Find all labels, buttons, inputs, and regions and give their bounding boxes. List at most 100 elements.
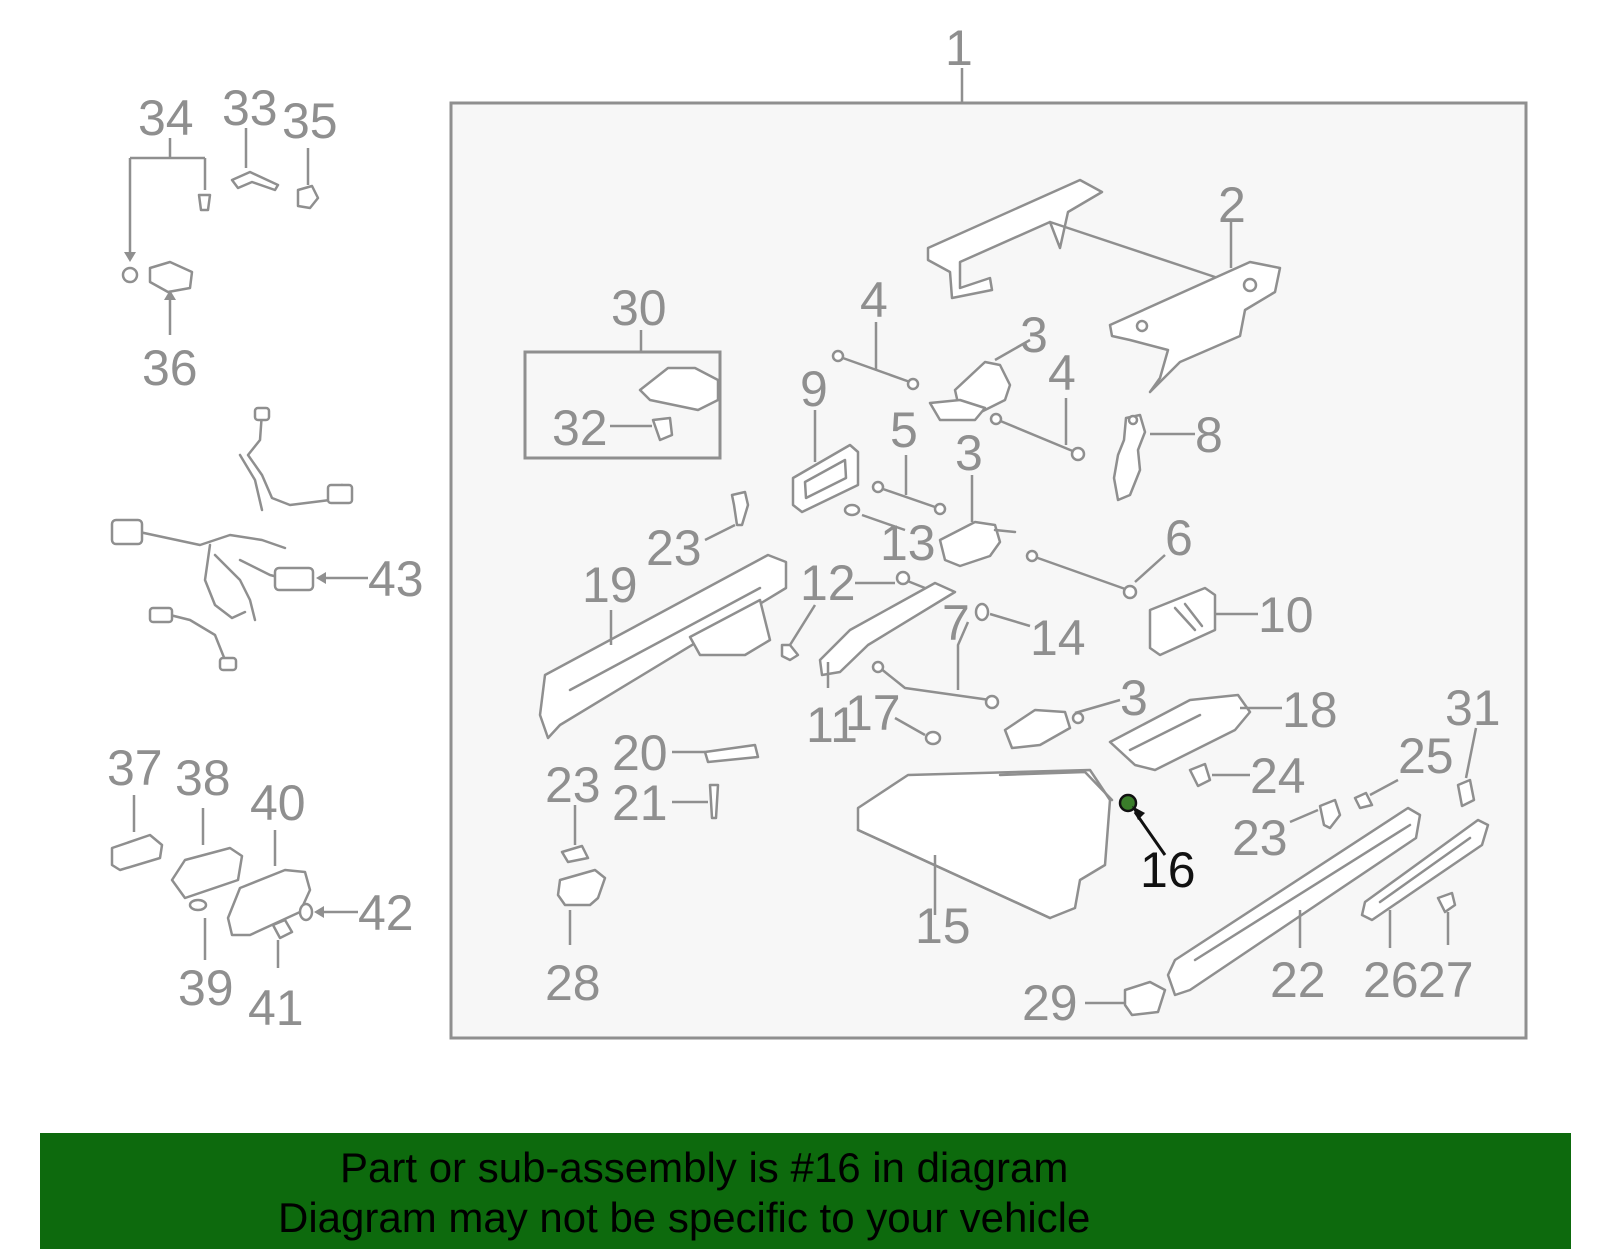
bolt-part-23-left[interactable] [560, 844, 590, 864]
callout-24: 24 [1250, 748, 1306, 804]
switch-bezel-part-9[interactable] [791, 443, 860, 514]
seat-rail-part-19[interactable] [538, 553, 788, 740]
callout-31: 31 [1445, 680, 1501, 736]
guide-part-26[interactable] [1360, 818, 1490, 922]
cover-part-36[interactable] [148, 260, 194, 294]
callout-14: 14 [1030, 610, 1086, 666]
motor-part-3-middle[interactable] [938, 520, 1017, 568]
group-box-30 [523, 350, 722, 460]
clip-part-33[interactable] [230, 170, 280, 192]
cable-part-6[interactable] [1025, 549, 1138, 600]
callout-30: 30 [611, 280, 667, 336]
callout-28: 28 [545, 955, 601, 1011]
wiring-harness-part-43[interactable] [110, 406, 354, 672]
cable-part-4-right[interactable] [989, 412, 1086, 462]
callout-39: 39 [178, 960, 234, 1016]
callout-6: 6 [1165, 510, 1193, 566]
callout-17: 17 [845, 685, 901, 741]
cover-part-37[interactable] [110, 833, 164, 872]
pin-part-21[interactable] [708, 783, 720, 820]
callout-32: 32 [552, 400, 608, 456]
callout-3-upper: 3 [1020, 307, 1048, 363]
bushing-part-14[interactable] [974, 602, 990, 622]
knob-part-41[interactable] [271, 918, 294, 940]
callout-11: 11 [806, 697, 858, 753]
bolt-part-27[interactable] [1436, 891, 1457, 914]
bracket-part-29[interactable] [1123, 980, 1167, 1017]
callout-26: 26 [1363, 952, 1419, 1008]
callout-33: 33 [222, 80, 278, 136]
callout-37: 37 [107, 740, 163, 796]
bracket-part-18[interactable] [1108, 693, 1252, 772]
motor-part-3-lower[interactable] [1003, 708, 1085, 750]
bracket-part-8[interactable] [1112, 413, 1147, 502]
callout-23-right: 23 [1232, 810, 1288, 866]
bolt-part-23-upper[interactable] [730, 490, 750, 527]
callout-7: 7 [942, 595, 970, 651]
notice-line-disclaimer: Diagram may not be specific to your vehi… [278, 1194, 1091, 1241]
highlighted-part-16[interactable] [1118, 793, 1138, 813]
bolt-part-12[interactable] [895, 570, 927, 590]
callout-20: 20 [612, 725, 668, 781]
cable-part-5[interactable] [871, 480, 947, 516]
bezel-part-38[interactable] [170, 846, 244, 900]
callout-40: 40 [250, 775, 306, 831]
callout-1: 1 [945, 20, 973, 76]
callout-25: 25 [1398, 728, 1454, 784]
bolt-part-23-right[interactable] [1318, 798, 1342, 830]
nut-part-25[interactable] [1353, 791, 1374, 810]
cushion-frame-part-15[interactable] [856, 768, 1114, 920]
callout-41: 41 [248, 980, 304, 1036]
motor-part-11[interactable] [818, 581, 957, 677]
seat-rail-part-22[interactable] [1166, 806, 1422, 997]
screw-part-34-large[interactable] [121, 266, 139, 284]
callout-16: 16 [1140, 842, 1196, 898]
callout-4-left: 4 [860, 272, 888, 328]
bracket-part-28[interactable] [556, 868, 607, 907]
switch-part-10[interactable] [1148, 586, 1217, 657]
callout-5: 5 [890, 402, 918, 458]
callout-2: 2 [1218, 177, 1246, 233]
callout-34: 34 [138, 90, 194, 146]
callout-23-left: 23 [545, 757, 601, 813]
callout-8: 8 [1195, 407, 1223, 463]
cable-part-7[interactable] [871, 660, 1000, 710]
callout-38: 38 [175, 750, 231, 806]
clip-part-17[interactable] [924, 730, 942, 746]
callout-19: 19 [582, 557, 638, 613]
nut-part-24[interactable] [1188, 762, 1212, 788]
callout-23-upper: 23 [646, 520, 702, 576]
notice-banner: Part or sub-assembly is #16 in diagram D… [40, 1133, 1571, 1249]
parts-diagram: 1 2 3 4 4 5 3 [107, 20, 1528, 1040]
callout-27: 27 [1418, 952, 1474, 1008]
callout-15: 15 [915, 898, 971, 954]
callout-42: 42 [358, 885, 414, 941]
motor-part-3-upper[interactable] [928, 360, 1012, 422]
callout-29: 29 [1022, 975, 1078, 1031]
link-part-20[interactable] [703, 743, 760, 764]
callout-10: 10 [1258, 587, 1314, 643]
clip-part-13[interactable] [843, 503, 861, 517]
callout-43: 43 [368, 551, 424, 607]
callout-4-right: 4 [1048, 345, 1076, 401]
callout-13: 13 [880, 515, 936, 571]
callout-12: 12 [800, 555, 856, 611]
callout-18: 18 [1282, 682, 1338, 738]
callout-3-lower: 3 [1120, 670, 1148, 726]
callout-22: 22 [1270, 952, 1326, 1008]
cap-part-35[interactable] [296, 184, 320, 210]
callout-35: 35 [282, 93, 338, 149]
screw-part-34-small[interactable] [197, 193, 212, 212]
notice-line-part-number: Part or sub-assembly is #16 in diagram [340, 1144, 1069, 1191]
callout-3-middle: 3 [955, 425, 983, 481]
cover-part-30[interactable] [638, 366, 720, 412]
callout-21: 21 [612, 775, 668, 831]
clip-part-31[interactable] [1456, 778, 1476, 808]
seat-frame-part-2[interactable] [926, 178, 1282, 394]
cap-part-42[interactable] [298, 902, 314, 922]
callout-36: 36 [142, 340, 198, 396]
clip-part-32[interactable] [651, 416, 674, 442]
clip-part-39[interactable] [188, 898, 208, 912]
bolt-part-12-lower[interactable] [780, 643, 800, 662]
trim-part-40[interactable] [226, 868, 312, 937]
